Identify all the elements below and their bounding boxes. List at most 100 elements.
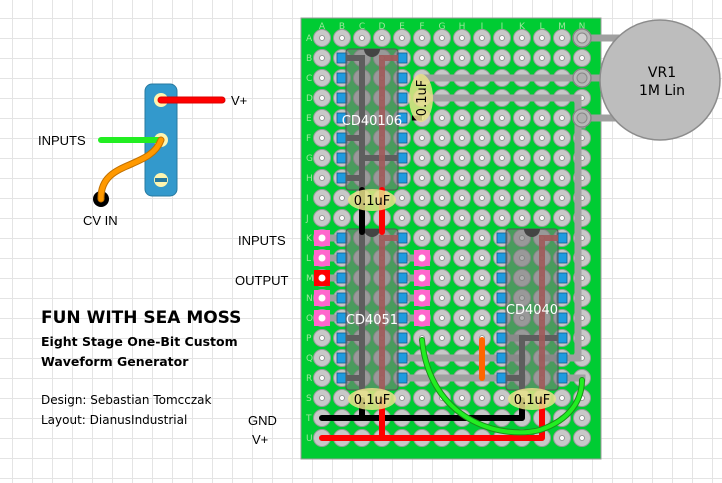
board-hole bbox=[513, 49, 531, 67]
column-label: N bbox=[579, 22, 586, 32]
board-hole bbox=[493, 29, 511, 47]
row-label: I bbox=[306, 194, 309, 204]
board-hole bbox=[553, 389, 571, 407]
board-hole bbox=[313, 69, 331, 87]
board-hole bbox=[473, 269, 491, 287]
board-hole bbox=[353, 29, 371, 47]
board-hole bbox=[433, 289, 451, 307]
board-hole bbox=[533, 49, 551, 67]
board-hole bbox=[393, 29, 411, 47]
row-label: L bbox=[306, 254, 311, 264]
board-hole bbox=[553, 189, 571, 207]
board-hole bbox=[493, 189, 511, 207]
row-label: U bbox=[306, 434, 313, 444]
ic-cd40106: CD40106 bbox=[342, 48, 402, 191]
design-credit: Design: Sebastian Tomcczak bbox=[41, 393, 212, 407]
board-hole bbox=[333, 189, 351, 207]
board-hole bbox=[473, 389, 491, 407]
cap-ic2-label: 0.1uF bbox=[354, 393, 390, 408]
board-hole bbox=[313, 149, 331, 167]
board-hole bbox=[513, 169, 531, 187]
capacitor-ic3: 0.1uF bbox=[508, 388, 556, 410]
pot-name: VR1 bbox=[648, 65, 676, 81]
board-hole bbox=[433, 109, 451, 127]
inputs-label: INPUTS bbox=[238, 233, 286, 248]
board-hole bbox=[553, 109, 571, 127]
row-label: A bbox=[306, 34, 313, 44]
board-hole bbox=[313, 369, 331, 387]
board-hole bbox=[413, 189, 431, 207]
board-hole bbox=[413, 129, 431, 147]
row-label: D bbox=[306, 94, 313, 104]
trace-row-d-to-n bbox=[418, 94, 582, 362]
board-hole bbox=[513, 209, 531, 227]
board-hole bbox=[433, 49, 451, 67]
board-hole bbox=[313, 189, 331, 207]
pot-value: 1M Lin bbox=[639, 83, 685, 99]
board-hole bbox=[473, 309, 491, 327]
board-hole bbox=[533, 149, 551, 167]
column-label: F bbox=[419, 22, 424, 32]
board-hole bbox=[493, 389, 511, 407]
board-hole bbox=[413, 209, 431, 227]
board-hole bbox=[413, 29, 431, 47]
board-hole bbox=[453, 289, 471, 307]
ic-cd4040: CD4040 bbox=[505, 228, 559, 391]
column-label: C bbox=[359, 22, 365, 32]
board-hole bbox=[473, 289, 491, 307]
column-label: L bbox=[539, 22, 544, 32]
board-hole bbox=[513, 109, 531, 127]
board-hole bbox=[473, 229, 491, 247]
board-hole bbox=[313, 349, 331, 367]
board-hole bbox=[433, 329, 451, 347]
board-hole bbox=[493, 149, 511, 167]
pot-pads bbox=[572, 28, 592, 128]
column-label: K bbox=[519, 22, 526, 32]
board-hole bbox=[573, 429, 591, 447]
column-label: H bbox=[459, 22, 466, 32]
board-hole bbox=[313, 29, 331, 47]
board-hole bbox=[453, 209, 471, 227]
row-label: B bbox=[306, 54, 312, 64]
cap-ic3-label: 0.1uF bbox=[514, 393, 550, 408]
ic1-label: CD40106 bbox=[342, 114, 402, 129]
project-subtitle-line1: Eight Stage One-Bit Custom bbox=[41, 334, 238, 349]
board-hole bbox=[333, 389, 351, 407]
board-hole bbox=[513, 129, 531, 147]
io-pads bbox=[314, 230, 430, 326]
board-hole bbox=[393, 389, 411, 407]
row-label: T bbox=[305, 414, 312, 424]
board-hole bbox=[333, 29, 351, 47]
board-hole bbox=[433, 229, 451, 247]
column-label: D bbox=[379, 22, 386, 32]
jack-vplus-label: V+ bbox=[231, 93, 247, 108]
board-hole bbox=[493, 209, 511, 227]
board-hole bbox=[393, 189, 411, 207]
board-hole bbox=[493, 109, 511, 127]
board-hole bbox=[553, 429, 571, 447]
row-label: K bbox=[306, 234, 313, 244]
column-label: M bbox=[558, 22, 566, 32]
column-label: G bbox=[439, 22, 446, 32]
board-hole bbox=[313, 109, 331, 127]
board-hole bbox=[313, 49, 331, 67]
board-hole bbox=[413, 169, 431, 187]
board-hole bbox=[413, 229, 431, 247]
board-hole bbox=[533, 29, 551, 47]
board-hole bbox=[433, 309, 451, 327]
board-hole bbox=[413, 49, 431, 67]
board-hole bbox=[473, 209, 491, 227]
ic-pins bbox=[336, 52, 568, 384]
board-hole bbox=[573, 409, 591, 427]
row-label: P bbox=[306, 334, 312, 344]
board-hole bbox=[313, 209, 331, 227]
board-hole bbox=[473, 29, 491, 47]
board-hole bbox=[433, 149, 451, 167]
board-hole bbox=[493, 129, 511, 147]
board-hole bbox=[433, 269, 451, 287]
board-hole bbox=[553, 129, 571, 147]
vplus-label: V+ bbox=[252, 432, 268, 447]
jack-cv-label: CV IN bbox=[83, 213, 118, 228]
